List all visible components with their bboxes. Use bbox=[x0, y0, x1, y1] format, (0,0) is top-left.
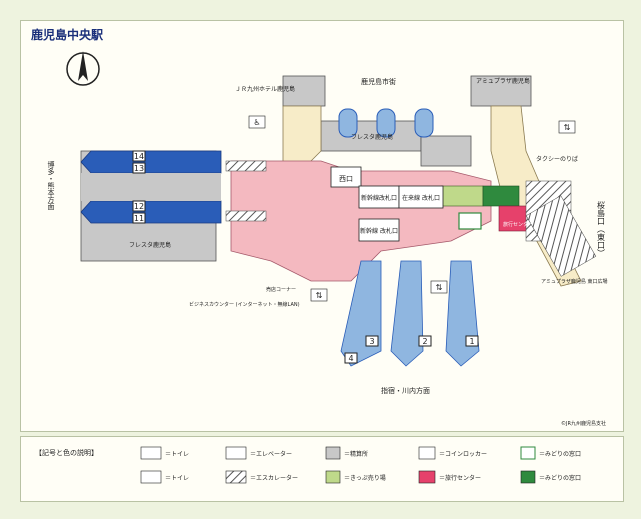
svg-text:⇅: ⇅ bbox=[564, 123, 571, 132]
platform-top-a bbox=[338, 108, 358, 138]
legend-midori-window: ＝みどりの窓口 bbox=[539, 474, 581, 482]
map-title: 鹿児島中央駅 bbox=[31, 27, 104, 42]
platform-top-c bbox=[414, 108, 434, 138]
shinkansen-gate-label: 新幹線改札口 bbox=[361, 194, 397, 202]
escalator-east bbox=[525, 195, 597, 277]
midori-icon bbox=[520, 446, 536, 460]
business-corner-label: ビジネスカウンター (インターネット・無線LAN) bbox=[189, 301, 300, 308]
platform-3-label: 3 bbox=[369, 337, 374, 346]
fresta-top-label: フレスタ鹿児島 bbox=[351, 133, 393, 141]
legend-travel: ＝旅行センター bbox=[439, 474, 481, 482]
platform-2-label: 2 bbox=[422, 337, 427, 346]
svg-text:⇅: ⇅ bbox=[316, 291, 323, 300]
copyright-label: ©JR九州鹿児島支社 bbox=[561, 420, 606, 427]
travel-center-icon bbox=[418, 470, 436, 484]
platform-4-label: 4 bbox=[348, 354, 353, 363]
hakata-label: 博多・熊本方面 bbox=[47, 160, 55, 211]
legend-locker: ＝コインロッカー bbox=[439, 451, 487, 458]
platform-1-label: 1 bbox=[469, 337, 474, 346]
ticket-vending-icon bbox=[325, 470, 341, 484]
travel-center-label: 旅行センター bbox=[503, 221, 533, 228]
taxi-label: タクシーのりば bbox=[536, 155, 578, 163]
platform-1-2 bbox=[445, 260, 480, 367]
fresta-building-top bbox=[320, 120, 422, 152]
zairaisen-gate-label: 在来線 改札口 bbox=[402, 194, 440, 202]
shinkansen-entrance-label: 新幹線 改札口 bbox=[360, 227, 398, 235]
platform-12-label: 12 bbox=[134, 202, 144, 211]
toilet-icon: ♿ bbox=[248, 115, 266, 129]
midori-icon-box bbox=[458, 212, 482, 230]
elevator-icon bbox=[225, 446, 247, 460]
shop-corner-label: 売店コーナー bbox=[266, 286, 296, 293]
svg-text:♿: ♿ bbox=[253, 118, 260, 127]
coin-locker-icon bbox=[418, 446, 436, 460]
compass-icon bbox=[66, 51, 100, 86]
platform-13-14 bbox=[80, 150, 222, 174]
zairaisen-gate bbox=[398, 185, 444, 209]
legend-row-2: ＝トイレ ＝エスカレーター ＝きっぷ売り場 ＝旅行センター ＝みどりの窓口 bbox=[140, 470, 581, 484]
amu-building-top bbox=[470, 75, 532, 107]
amu-top-label: アミュプラザ鹿児島 bbox=[476, 77, 530, 85]
sakurajima-label: 桜島口（東口） bbox=[597, 200, 606, 257]
platform-numbers: 14 13 12 11 4 3 2 1 bbox=[132, 150, 479, 364]
fresta-left-label: フレスタ鹿児島 bbox=[129, 241, 171, 249]
fare-adjust-icon bbox=[325, 446, 341, 460]
legend-escalator: ＝エスカレーター bbox=[250, 474, 298, 482]
legend-midori: ＝みどりの窓口 bbox=[539, 450, 581, 458]
legend-svg: 【記号と色の説明】 ＝トイレ ＝エレベーター ＝精算所 ＝コインロッカー ＝みど… bbox=[35, 446, 581, 484]
platform-13-label: 13 bbox=[134, 164, 144, 173]
amu-square-label: アミュプラザ鹿児島 東口広場 bbox=[541, 278, 608, 285]
legend-heading: 【記号と色の説明】 bbox=[35, 448, 98, 457]
legend-panel: 【記号と色の説明】 ＝トイレ ＝エレベーター ＝精算所 ＝コインロッカー ＝みど… bbox=[20, 436, 624, 502]
svg-text:⇅: ⇅ bbox=[436, 283, 443, 292]
elevator-icon: ⇅ bbox=[558, 120, 576, 134]
platform-11-label: 11 bbox=[134, 214, 144, 223]
platform-14-label: 14 bbox=[134, 152, 144, 161]
escalator-icon bbox=[225, 470, 247, 484]
midori-window-icon bbox=[520, 470, 536, 484]
legend-elevator: ＝エレベーター bbox=[250, 450, 292, 458]
shinkansen-entrance bbox=[358, 218, 400, 242]
toilet-box-icon bbox=[140, 470, 162, 484]
building-right-block bbox=[420, 135, 472, 167]
hisatsu-label: 指宿・川内方面 bbox=[381, 386, 430, 395]
legend-toilet-2: ＝トイレ bbox=[165, 475, 189, 482]
station-map: 鹿児島中央駅 bbox=[31, 27, 608, 427]
platform-top-b bbox=[376, 108, 396, 138]
legend-row-1: ＝トイレ ＝エレベーター ＝精算所 ＝コインロッカー ＝みどりの窓口 bbox=[140, 446, 581, 460]
toilet-icon bbox=[140, 446, 162, 460]
map-panel: 鹿児島中央駅 bbox=[20, 20, 624, 432]
hotel-label: ＪＲ九州ホテル鹿児島 bbox=[235, 85, 295, 93]
platform-11-12 bbox=[80, 200, 222, 224]
escalator-left-bottom bbox=[225, 210, 267, 222]
platform-2-3 bbox=[390, 260, 424, 367]
escalator-left-top bbox=[225, 160, 267, 172]
elevator-icon-2: ⇅ bbox=[310, 288, 328, 302]
legend-vending: ＝きっぷ売り場 bbox=[344, 474, 386, 482]
elevator-icon-3: ⇅ bbox=[430, 280, 448, 294]
west-exit-box bbox=[330, 166, 362, 188]
ticket-vending-area bbox=[440, 185, 484, 207]
legend-fare: ＝精算所 bbox=[344, 450, 368, 458]
platform-gap bbox=[81, 173, 221, 201]
west-exit-label: 西口 bbox=[339, 175, 353, 183]
city-label: 鹿児島市街 bbox=[361, 77, 396, 86]
midori-window bbox=[482, 185, 520, 207]
legend-toilet: ＝トイレ bbox=[165, 451, 189, 458]
